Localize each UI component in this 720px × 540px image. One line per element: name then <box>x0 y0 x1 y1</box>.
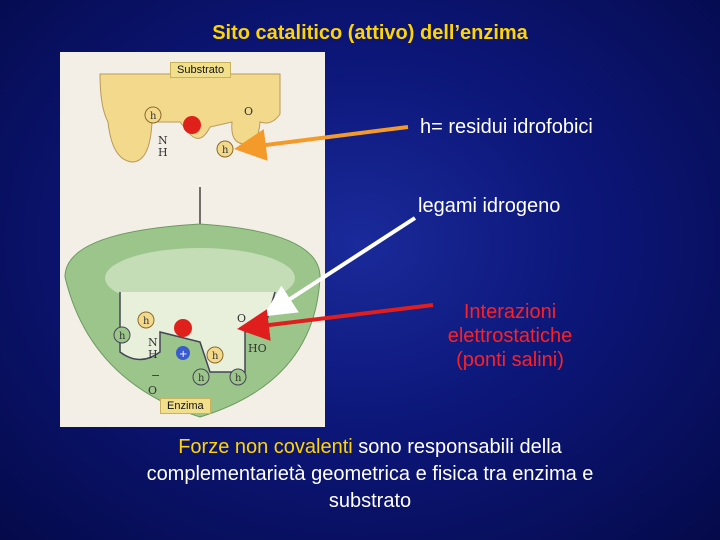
substrate-h-circle-2 <box>216 140 234 158</box>
footer-highlight: Forze non covalenti <box>178 436 353 458</box>
active-site-pocket <box>119 291 276 373</box>
enzyme-n-text: N <box>148 336 158 349</box>
footer-line1-rest: sono responsabili della <box>352 436 562 458</box>
electrostatic-label-line2: elettrostatiche <box>447 325 573 347</box>
substrate-charge-dot <box>183 116 201 134</box>
electrostatic-label-line1: Interazioni <box>463 301 557 323</box>
enzyme-nh-h-text: H <box>148 348 158 361</box>
enzyme-h-text-5: h <box>235 373 242 384</box>
substrate-n-text: N <box>158 134 168 147</box>
enzyme-h-circle-2 <box>113 326 131 344</box>
enzyme-h-text-4: h <box>198 373 205 384</box>
substrate-h-circle <box>144 106 162 124</box>
enzyme-h-circle-5 <box>229 368 247 386</box>
substrate-tag: Substrato <box>170 62 232 78</box>
enzyme-h-circle-3 <box>206 346 224 364</box>
enzyme-h-circle-1 <box>137 311 155 329</box>
enzyme-charge-dot-blue <box>176 346 190 360</box>
electrostatic-label-line3: (ponti salini) <box>456 349 564 371</box>
electrostatic-arrow <box>237 303 434 341</box>
enzyme-h-text-1: h <box>143 316 150 327</box>
footer-line1: Forze non covalenti sono responsabili de… <box>40 434 700 461</box>
hbond-arrow <box>263 216 417 317</box>
footer-line2: complementarietà geometrica e fisica tra… <box>146 463 594 485</box>
enzyme-h-text-2: h <box>119 331 126 342</box>
enzyme-charge-dot-red <box>174 319 192 337</box>
substrate-nh-h-text: H <box>158 146 168 159</box>
hydrophobic-arrow <box>234 125 409 161</box>
substrate-h-text: h <box>150 111 157 122</box>
footer-text: Forze non covalenti sono responsabili de… <box>40 434 700 515</box>
enzyme-figure: h h O N H + h h h h h O HO N H − O Subst… <box>60 52 325 427</box>
electrostatic-label: Interazioni elettrostatiche (ponti salin… <box>424 300 596 372</box>
enzyme-tag: Enzima <box>160 398 211 414</box>
plus-sign: + <box>179 349 187 360</box>
enzyme-o-text-2: O <box>148 384 157 397</box>
enzyme-h-circle-4 <box>192 368 210 386</box>
minus-sign: − <box>151 369 160 382</box>
enzyme-substrate-diagram: h h O N H + h h h h h O HO N H − O <box>64 73 321 418</box>
footer-line3: substrato <box>328 490 412 512</box>
enzyme-h-text-3: h <box>212 351 219 362</box>
hydrophobic-label: h= residui idrofobici <box>420 116 593 138</box>
substrate-o-text: O <box>244 105 253 118</box>
substrate-h-text-2: h <box>222 145 229 156</box>
hbond-label: legami idrogeno <box>418 195 561 217</box>
enzyme-ho-text: HO <box>248 342 267 355</box>
slide-title: Sito catalitico (attivo) dell’enzima <box>212 22 528 44</box>
